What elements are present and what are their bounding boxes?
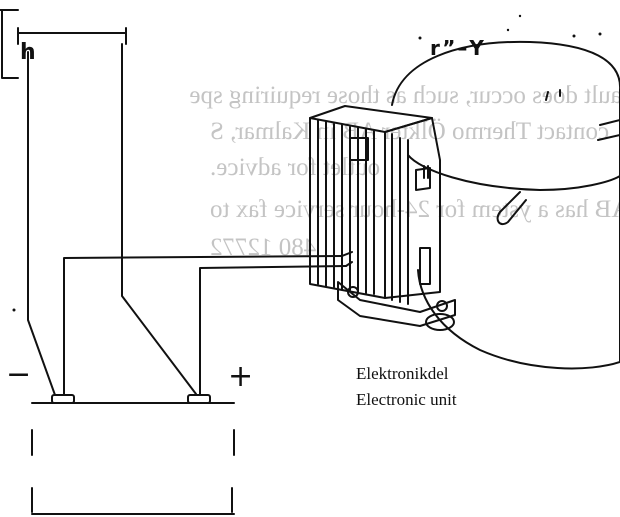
motor-handle bbox=[496, 191, 527, 226]
positive-terminal-post bbox=[187, 394, 211, 404]
positive-terminal-sign: + bbox=[228, 359, 254, 394]
wire-positive-to-unit bbox=[199, 265, 347, 396]
battery-side-right bbox=[231, 429, 235, 513]
unit-connector bbox=[349, 137, 369, 161]
motor-housing-outline bbox=[391, 40, 620, 370]
frame-top-line bbox=[17, 27, 127, 45]
wire-negative-left bbox=[27, 51, 56, 396]
negative-terminal-post bbox=[51, 394, 75, 404]
wire-positive-left bbox=[121, 43, 197, 395]
unit-mounting-base bbox=[337, 281, 456, 327]
unit-label-swedish: Elektronikdel bbox=[356, 364, 449, 383]
wire-negative-to-unit bbox=[63, 255, 343, 396]
corner-mark: h bbox=[20, 40, 36, 65]
top-scan-marks: r”–Y bbox=[430, 36, 486, 60]
unit-mount-foot bbox=[425, 313, 455, 331]
unit-side-face bbox=[384, 117, 441, 299]
negative-terminal-sign: − bbox=[6, 357, 32, 392]
unit-label-english: Electronic unit bbox=[356, 390, 457, 409]
corner-bracket-top-left bbox=[0, 9, 19, 79]
unit-top-face bbox=[309, 105, 433, 133]
